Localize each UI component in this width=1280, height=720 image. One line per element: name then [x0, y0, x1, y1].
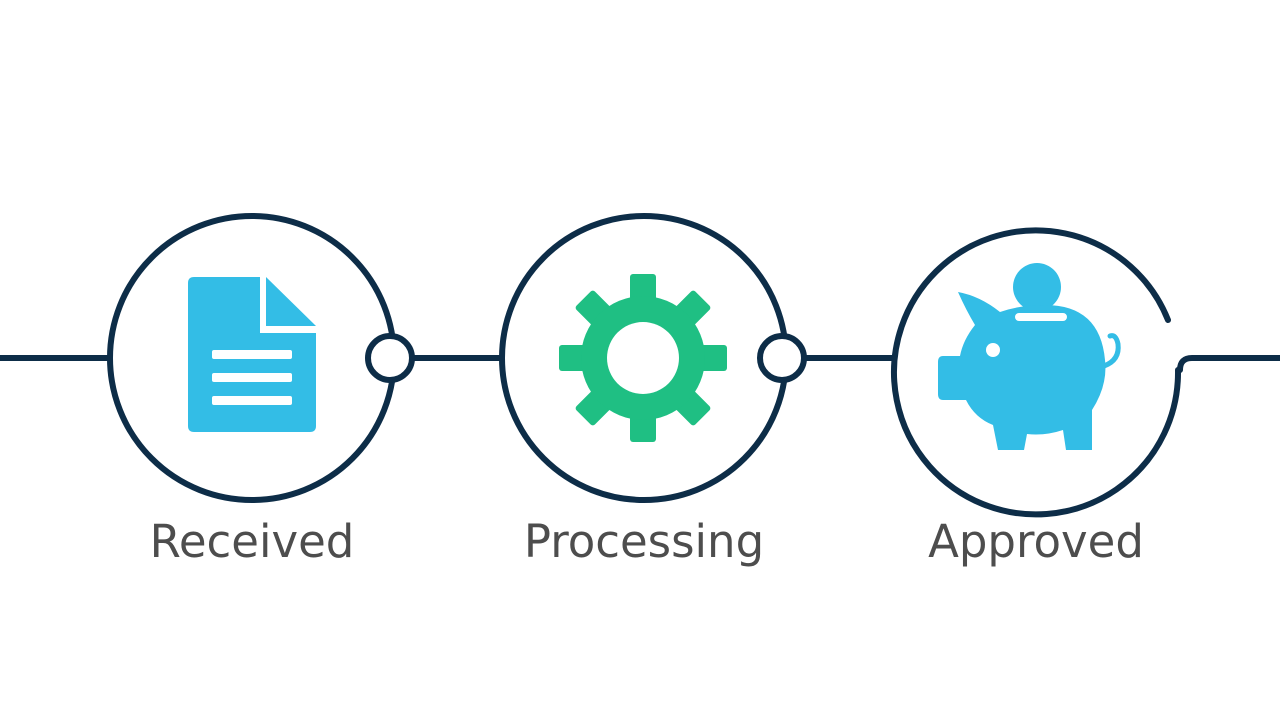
- step-ring-approved: [891, 227, 1182, 518]
- step-label-approved: Approved: [928, 515, 1144, 568]
- document-icon: [188, 277, 316, 432]
- piggy-bank-icon: [938, 263, 1121, 450]
- connector-lines: [0, 355, 1280, 373]
- step-label-processing: Processing: [523, 515, 765, 568]
- step-label-received: Received: [149, 515, 355, 568]
- connector-node-1: [365, 333, 415, 383]
- connector-right: [1177, 355, 1280, 373]
- gear-icon: [559, 274, 727, 442]
- coin-icon: [1013, 263, 1061, 311]
- connector-node-2: [757, 333, 807, 383]
- connector-nodes: [365, 333, 807, 383]
